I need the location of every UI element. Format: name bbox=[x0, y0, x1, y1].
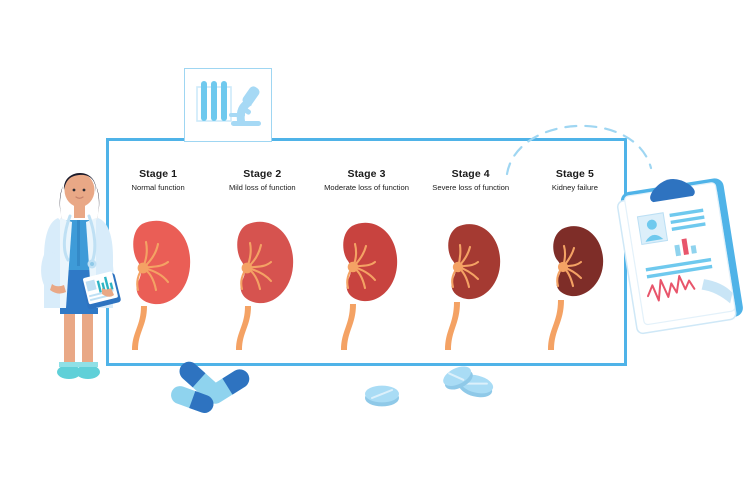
microscope-badge bbox=[184, 68, 272, 142]
patient-chart-clipboard bbox=[614, 170, 755, 340]
tablet-center bbox=[362, 382, 402, 408]
tablet-pair-right bbox=[438, 362, 502, 402]
female-doctor-illustration bbox=[36, 158, 124, 386]
capsule-cluster-left bbox=[168, 358, 274, 414]
dashed-arc-decoration bbox=[505, 96, 655, 176]
